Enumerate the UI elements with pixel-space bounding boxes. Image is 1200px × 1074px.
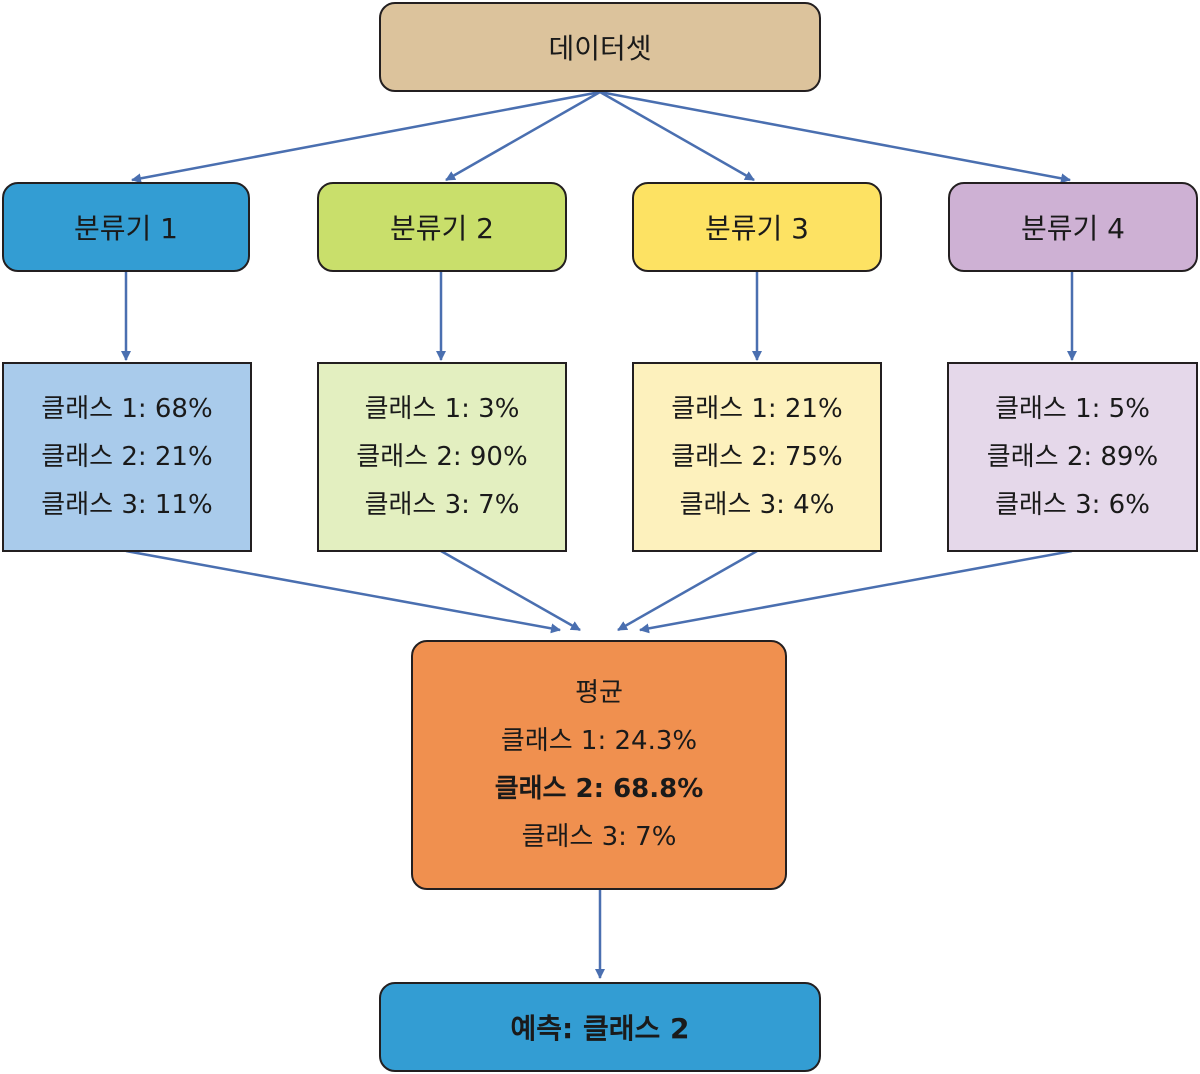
average-class-3: 클래스 3: 7% <box>521 822 677 852</box>
average-class-2-highlight: 클래스 2: 68.8% <box>494 774 704 804</box>
result-class-2: 클래스 2: 90% <box>356 442 528 472</box>
arrow-results-2-to-average <box>440 549 581 632</box>
result-class-3: 클래스 3: 6% <box>995 490 1150 520</box>
result-class-1: 클래스 1: 68% <box>41 394 213 424</box>
arrow-dataset-to-classifier-3 <box>599 90 755 182</box>
classifier-3-results: 클래스 1: 21% 클래스 2: 75% 클래스 3: 4% <box>632 362 882 552</box>
average-node: 평균 클래스 1: 24.3% 클래스 2: 68.8% 클래스 3: 7% <box>411 640 787 890</box>
arrow-dataset-to-classifier-2 <box>445 90 601 182</box>
result-class-1: 클래스 1: 3% <box>364 394 520 424</box>
classifier-4-results: 클래스 1: 5% 클래스 2: 89% 클래스 3: 6% <box>947 362 1198 552</box>
classifier-1-results: 클래스 1: 68% 클래스 2: 21% 클래스 3: 11% <box>2 362 252 552</box>
result-class-3: 클래스 3: 7% <box>364 490 520 520</box>
arrow-dataset-to-classifier-1 <box>131 90 601 184</box>
dataset-label: 데이터셋 <box>548 32 652 65</box>
dataset-node: 데이터셋 <box>379 2 821 92</box>
classifier-2-label: 분류기 2 <box>390 212 494 245</box>
result-class-3: 클래스 3: 4% <box>679 490 835 520</box>
average-class-1: 클래스 1: 24.3% <box>500 726 698 756</box>
average-title: 평균 <box>575 678 623 708</box>
prediction-label: 예측: 클래스 2 <box>510 1012 690 1045</box>
arrow-results-3-to-average <box>617 549 758 632</box>
result-class-2: 클래스 2: 75% <box>671 442 843 472</box>
arrow-dataset-to-classifier-4 <box>599 90 1071 184</box>
classifier-1-label: 분류기 1 <box>74 212 178 245</box>
arrow-results-4-to-average <box>639 549 1073 634</box>
classifier-2-results: 클래스 1: 3% 클래스 2: 90% 클래스 3: 7% <box>317 362 567 552</box>
classifier-3-label: 분류기 3 <box>705 212 809 245</box>
classifier-3-node: 분류기 3 <box>632 182 882 272</box>
result-class-1: 클래스 1: 5% <box>995 394 1150 424</box>
classifier-2-node: 분류기 2 <box>317 182 567 272</box>
result-class-2: 클래스 2: 89% <box>986 442 1159 472</box>
prediction-node: 예측: 클래스 2 <box>379 982 821 1072</box>
classifier-1-node: 분류기 1 <box>2 182 250 272</box>
arrow-results-1-to-average <box>125 549 561 634</box>
result-class-2: 클래스 2: 21% <box>41 442 213 472</box>
result-class-1: 클래스 1: 21% <box>671 394 843 424</box>
result-class-3: 클래스 3: 11% <box>41 490 213 520</box>
classifier-4-label: 분류기 4 <box>1021 212 1125 245</box>
classifier-4-node: 분류기 4 <box>948 182 1198 272</box>
